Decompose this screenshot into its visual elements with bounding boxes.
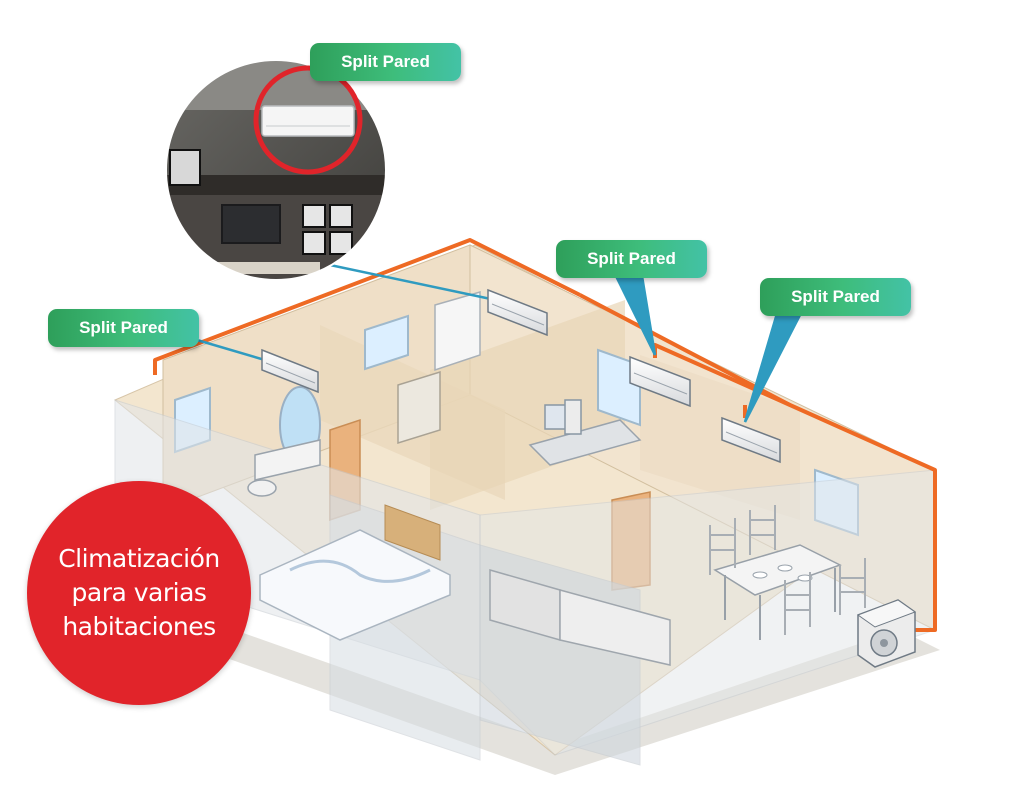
split-pared-label-left: Split Pared xyxy=(48,309,199,347)
badge-line-2: para varias xyxy=(71,578,207,607)
outdoor-condenser-icon xyxy=(856,599,917,668)
vanity-with-mirror xyxy=(247,386,321,497)
kitchen-cabinets xyxy=(489,569,671,666)
split-pared-label-right: Split Pared xyxy=(760,278,911,316)
bed xyxy=(259,504,451,641)
house-shadow xyxy=(120,600,940,775)
front-glass-walls xyxy=(114,399,936,766)
badge-line-1: Climatización xyxy=(58,544,220,573)
dining-chairs xyxy=(709,505,866,635)
wall-split-ac-icon xyxy=(721,416,781,464)
wardrobe xyxy=(397,291,481,445)
living-room-photo-inset xyxy=(165,59,387,281)
multi-room-climate-badge: Climatización para varias habitaciones xyxy=(27,481,251,705)
wall-split-ac-icon xyxy=(261,348,319,394)
wall-split-ac-icon xyxy=(629,355,691,408)
badge-line-3: habitaciones xyxy=(62,612,216,641)
split-pared-label-photo: Split Pared xyxy=(310,43,461,81)
split-pared-label-center: Split Pared xyxy=(556,240,707,278)
wall-split-ac-icon xyxy=(487,288,548,337)
callout-pointers xyxy=(196,263,802,423)
desk-computer xyxy=(528,399,642,466)
